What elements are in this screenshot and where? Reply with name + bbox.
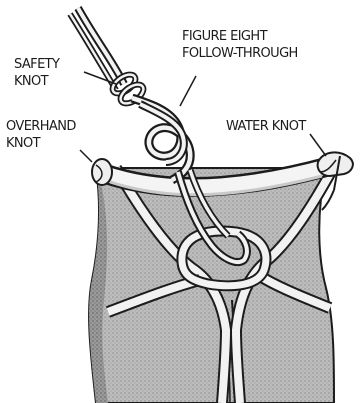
label-figure-eight: FIGURE EIGHT FOLLOW-THROUGH — [182, 28, 298, 62]
label-water-knot: WATER KNOT — [226, 118, 306, 135]
label-water-knot-line-1: WATER KNOT — [226, 118, 306, 135]
label-safety-knot-line-1: SAFETY — [14, 56, 59, 73]
water-knot-drawing — [318, 152, 353, 176]
label-figure-eight-line-1: FIGURE EIGHT — [182, 28, 298, 45]
label-overhand-knot: OVERHAND KNOT — [6, 118, 76, 152]
label-safety-knot: SAFETY KNOT — [14, 56, 59, 90]
leader-water-knot — [310, 134, 326, 156]
label-overhand-knot-line-2: KNOT — [6, 135, 76, 152]
label-figure-eight-line-2: FOLLOW-THROUGH — [182, 45, 298, 62]
leader-figure-eight — [180, 76, 196, 106]
label-overhand-knot-line-1: OVERHAND — [6, 118, 76, 135]
label-safety-knot-line-2: KNOT — [14, 73, 59, 90]
